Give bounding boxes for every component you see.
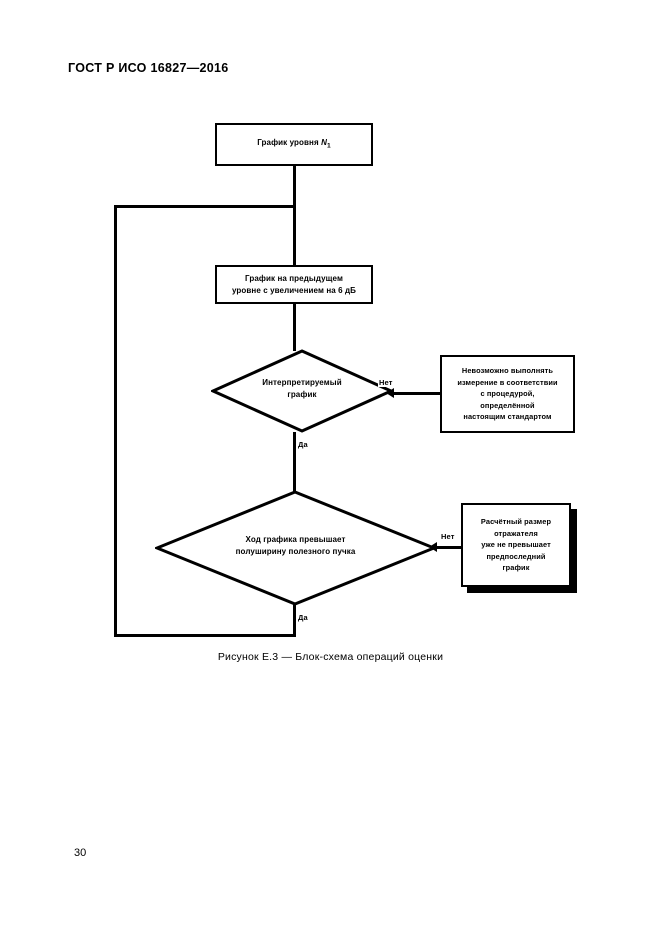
node-calculated-size[interactable]: Расчётный размер отражателя уже не превы…	[461, 503, 571, 587]
node-impossible-measurement-line1: Невозможно выполнять	[461, 366, 554, 376]
connector-feedback-top	[114, 205, 296, 208]
node-calculated-size-line4: предпоследний	[486, 551, 546, 561]
figure-caption: Рисунок Е.3 — Блок-схема операций оценки	[217, 651, 444, 663]
node-calculated-size-line5: график	[502, 563, 530, 573]
node-previous-level-graph-text: График на предыдущем уровне с увеличение…	[226, 273, 362, 296]
diamond-shape-icon-2	[155, 490, 436, 606]
node-calculated-size-line2: отражателя	[494, 528, 538, 538]
connector-interpretable-yes	[293, 432, 296, 492]
connector-halfwidth-no	[436, 546, 463, 549]
node-impossible-measurement[interactable]: Невозможно выполнять измерение в соответ…	[440, 355, 575, 433]
connector-level1-to-previous	[293, 166, 296, 267]
node-exceeds-halfwidth-decision[interactable]: Ход графика превышает полуширину полезно…	[155, 490, 436, 606]
node-level1-graph-symbol: N	[321, 138, 327, 148]
document-header: ГОСТ Р ИСО 16827—2016	[68, 61, 229, 75]
connector-previous-to-interpretable	[293, 303, 296, 351]
connector-interpretable-no	[393, 392, 442, 395]
page-number: 30	[74, 847, 87, 859]
node-impossible-measurement-line4: определённой	[480, 400, 535, 410]
node-interpretable-graph-decision[interactable]: Интерпретируемый график	[211, 349, 393, 433]
node-calculated-size-line3: уже не превышает	[481, 540, 551, 550]
diamond-shape-icon	[211, 349, 393, 433]
connector-feedback-bottom	[114, 634, 296, 637]
edge-label-halfwidth-yes: Да	[297, 613, 309, 622]
connector-feedback-vertical	[114, 205, 117, 637]
node-impossible-measurement-text: Невозможно выполнять измерение в соответ…	[451, 365, 563, 422]
edge-label-halfwidth-no: Нет	[440, 532, 456, 541]
node-previous-level-graph-line2: уровне с увеличением на 6 дБ	[231, 285, 357, 295]
node-level1-graph[interactable]: График уровня N1	[215, 123, 373, 166]
flowchart-diagram: Нет Да Нет Да График уровня N1 График на…	[114, 123, 577, 637]
arrowhead-left-icon	[386, 388, 394, 398]
node-previous-level-graph[interactable]: График на предыдущем уровне с увеличение…	[215, 265, 373, 304]
node-impossible-measurement-line2: измерение в соответствии	[457, 377, 558, 387]
node-impossible-measurement-line3: с процедурой,	[480, 389, 535, 399]
node-impossible-measurement-line5: настоящим стандартом	[463, 412, 552, 422]
node-level1-graph-subscript: 1	[326, 142, 331, 150]
node-calculated-size-line1: Расчётный размер	[480, 517, 552, 527]
node-level1-graph-text: График уровня N1	[251, 137, 337, 151]
node-calculated-size-text: Расчётный размер отражателя уже не превы…	[475, 516, 557, 573]
arrowhead-left-icon-2	[429, 542, 437, 552]
connector-halfwidth-yes	[293, 604, 296, 636]
node-previous-level-graph-line1: График на предыдущем	[245, 273, 343, 283]
edge-label-interpretable-yes: Да	[297, 440, 309, 449]
edge-label-interpretable-no: Нет	[378, 378, 394, 387]
node-level1-graph-label: График уровня	[257, 138, 322, 148]
